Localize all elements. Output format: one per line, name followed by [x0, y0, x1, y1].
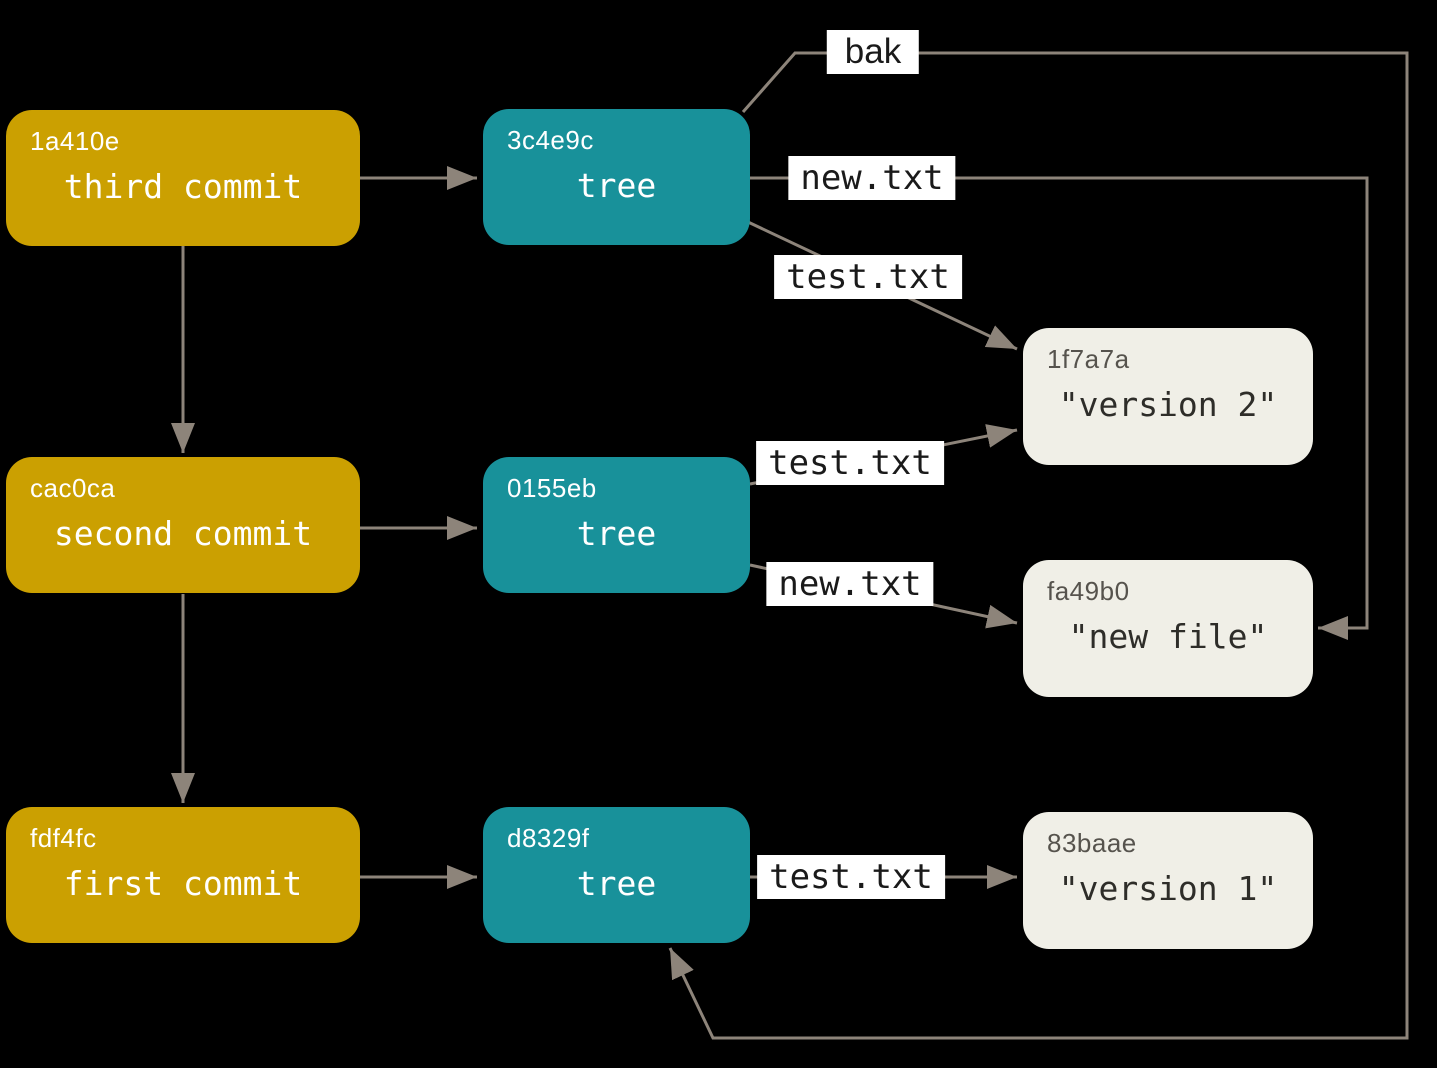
- tree-label: tree: [576, 166, 657, 205]
- edge-label-test-txt-bottom: test.txt: [757, 855, 945, 899]
- edge-label-bak: bak: [826, 30, 920, 74]
- commit-message: second commit: [53, 514, 313, 553]
- edge-label-test-txt-top: test.txt: [774, 255, 962, 299]
- blob-hash: fa49b0: [1047, 576, 1130, 606]
- commit-message: third commit: [63, 167, 303, 206]
- edge-label-test-txt-middle: test.txt: [756, 441, 944, 485]
- tree-label: tree: [576, 864, 657, 903]
- commit-hash: 1a410e: [30, 126, 120, 156]
- tree-hash: 0155eb: [507, 473, 597, 503]
- tree-node-3c4e9c: 3c4e9c tree: [483, 109, 750, 245]
- commit-hash: fdf4fc: [30, 823, 97, 853]
- blob-node-1f7a7a: 1f7a7a "version 2": [1023, 328, 1313, 465]
- blob-node-fa49b0: fa49b0 "new file": [1023, 560, 1313, 697]
- tree-node-0155eb: 0155eb tree: [483, 457, 750, 593]
- commit-message: first commit: [63, 864, 303, 903]
- commit-node-first: fdf4fc first commit: [6, 807, 360, 943]
- blob-hash: 1f7a7a: [1047, 344, 1130, 374]
- commit-node-third: 1a410e third commit: [6, 110, 360, 246]
- tree-label: tree: [576, 514, 657, 553]
- blob-node-83baae: 83baae "version 1": [1023, 812, 1313, 949]
- blob-content: "version 1": [1058, 869, 1278, 908]
- tree-hash: d8329f: [507, 823, 590, 853]
- commit-hash: cac0ca: [30, 473, 116, 503]
- edge-label-new-txt-top: new.txt: [788, 156, 956, 200]
- edge-label-new-txt-middle: new.txt: [766, 562, 934, 606]
- edge-newtxt-to-fa49b0: [750, 176, 1369, 640]
- blob-hash: 83baae: [1047, 828, 1137, 858]
- blob-content: "new file": [1068, 617, 1268, 656]
- commit-node-second: cac0ca second commit: [6, 457, 360, 593]
- tree-hash: 3c4e9c: [507, 125, 594, 155]
- tree-node-d8329f: d8329f tree: [483, 807, 750, 943]
- blob-content: "version 2": [1058, 385, 1278, 424]
- edge-bak-to-tree-d8329f: [668, 51, 1409, 1040]
